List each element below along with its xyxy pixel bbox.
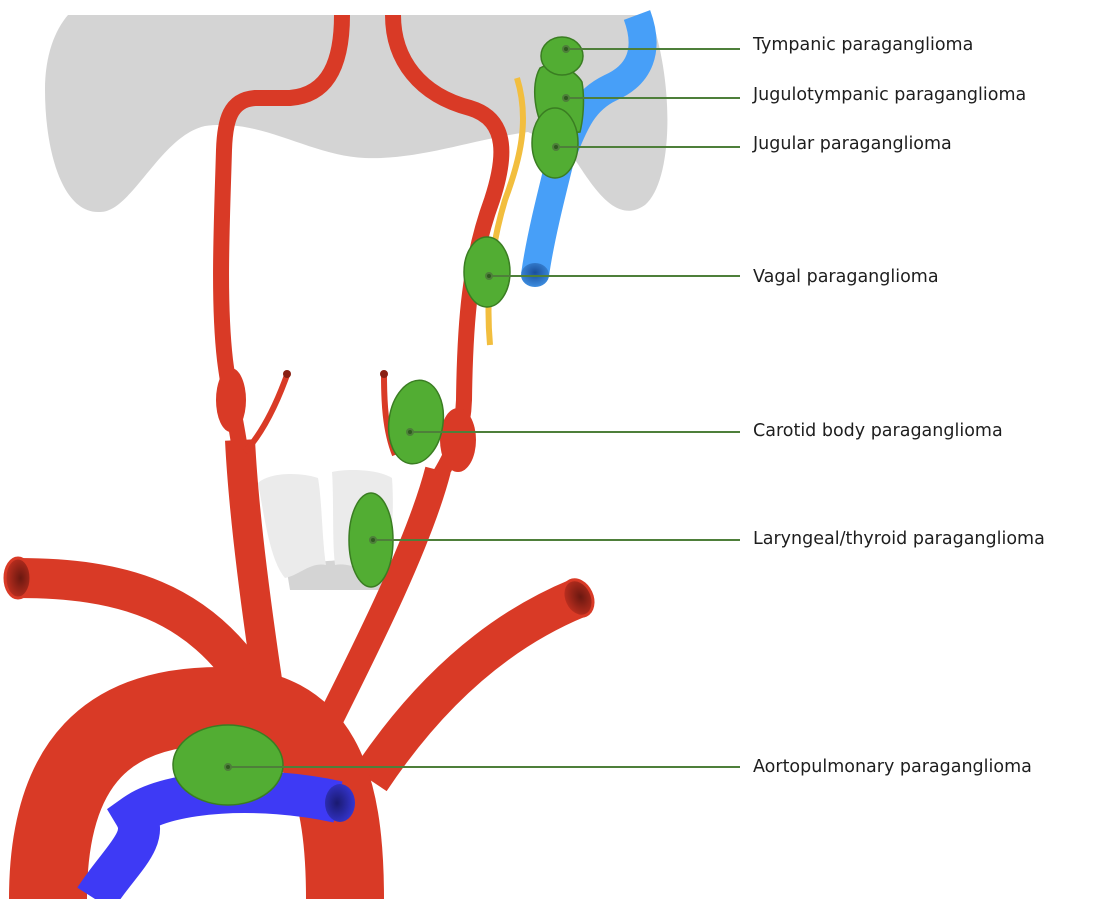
label-vagal: Vagal paraganglioma [753,267,939,287]
left-subclavian-opening [3,556,33,600]
skull-base [45,15,668,213]
carotid-body-tumor [387,379,445,465]
pulmonary-artery-opening [325,784,355,822]
leader-lines [224,45,740,771]
external-carotid-end-left [283,370,291,378]
jugular-tumor [531,107,579,179]
carotid-bulb-right [440,408,476,472]
vagal-tumor [463,236,511,308]
label-jugular: Jugular paraganglioma [753,134,952,154]
label-aortopulmonary: Aortopulmonary paraganglioma [753,757,1032,777]
label-jugulotympanic: Jugulotympanic paraganglioma [753,85,1027,105]
label-tympanic: Tympanic paraganglioma [753,35,974,55]
tympanic-tumor [540,36,584,76]
right-subclavian-opening [561,578,595,618]
label-carotid-body: Carotid body paraganglioma [753,421,1003,441]
carotid-bulb-left [216,368,246,432]
label-laryngeal-thyroid: Laryngeal/thyroid paraganglioma [753,529,1045,549]
external-carotid-end-right [380,370,388,378]
pulmonary-artery [77,771,343,899]
